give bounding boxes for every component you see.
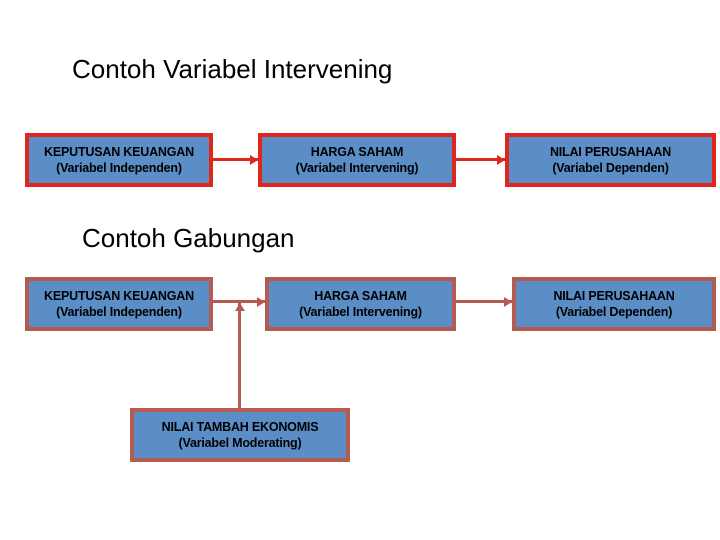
box-row2-variabel-intervening[interactable]: HARGA SAHAM (Variabel Intervening) (265, 277, 456, 331)
box-row1-variabel-independen[interactable]: KEPUTUSAN KEUANGAN (Variabel Independen) (25, 133, 213, 187)
arrowhead-right-icon-row2-a (257, 296, 265, 307)
heading-contoh-variabel-intervening: Contoh Variabel Intervening (72, 54, 393, 84)
box-variabel-moderating[interactable]: NILAI TAMBAH EKONOMIS (Variabel Moderati… (130, 408, 350, 462)
box-row1-independen-line1: KEPUTUSAN KEUANGAN (44, 144, 194, 159)
box-row1-variabel-intervening[interactable]: HARGA SAHAM (Variabel Intervening) (258, 133, 456, 187)
box-row1-dependen-line2: (Variabel Dependen) (552, 161, 669, 175)
box-row2-independen-line2: (Variabel Independen) (56, 305, 182, 319)
box-row1-intervening-line2: (Variabel Intervening) (295, 161, 419, 175)
box-row2-variabel-independen[interactable]: KEPUTUSAN KEUANGAN (Variabel Independen) (25, 277, 213, 331)
connector-row1-intervening-to-dependen (456, 158, 505, 161)
connector-row1-independen-to-intervening (213, 158, 258, 161)
arrowhead-right-icon-row2-b (504, 296, 512, 307)
box-row1-dependen-line1: NILAI PERUSAHAAN (549, 144, 672, 159)
box-moderating-line2: (Variabel Moderating) (178, 436, 302, 450)
box-row2-intervening-line1: HARGA SAHAM (314, 288, 407, 303)
box-row1-variabel-dependen[interactable]: NILAI PERUSAHAAN (Variabel Dependen) (505, 133, 716, 187)
box-row2-independen-line1: KEPUTUSAN KEUANGAN (44, 288, 194, 303)
connector-moderating-to-path (238, 303, 241, 408)
box-row2-intervening-line2: (Variabel Intervening) (299, 305, 422, 319)
box-row2-variabel-dependen[interactable]: NILAI PERUSAHAAN (Variabel Dependen) (512, 277, 716, 331)
box-moderating-line1: NILAI TAMBAH EKONOMIS (161, 419, 319, 434)
arrowhead-right-icon-row1-a (250, 154, 258, 165)
box-row2-dependen-line2: (Variabel Dependen) (555, 305, 673, 319)
connector-row2-intervening-to-dependen (456, 300, 512, 303)
connector-row2-independen-to-intervening (213, 300, 265, 303)
box-row1-intervening-line1: HARGA SAHAM (310, 144, 404, 159)
box-row1-independen-line2: (Variabel Independen) (56, 161, 182, 175)
arrowhead-up-icon-moderating (234, 303, 245, 311)
heading-contoh-gabungan: Contoh Gabungan (82, 223, 295, 253)
box-row2-dependen-line1: NILAI PERUSAHAAN (553, 288, 675, 303)
arrowhead-right-icon-row1-b (497, 154, 505, 165)
